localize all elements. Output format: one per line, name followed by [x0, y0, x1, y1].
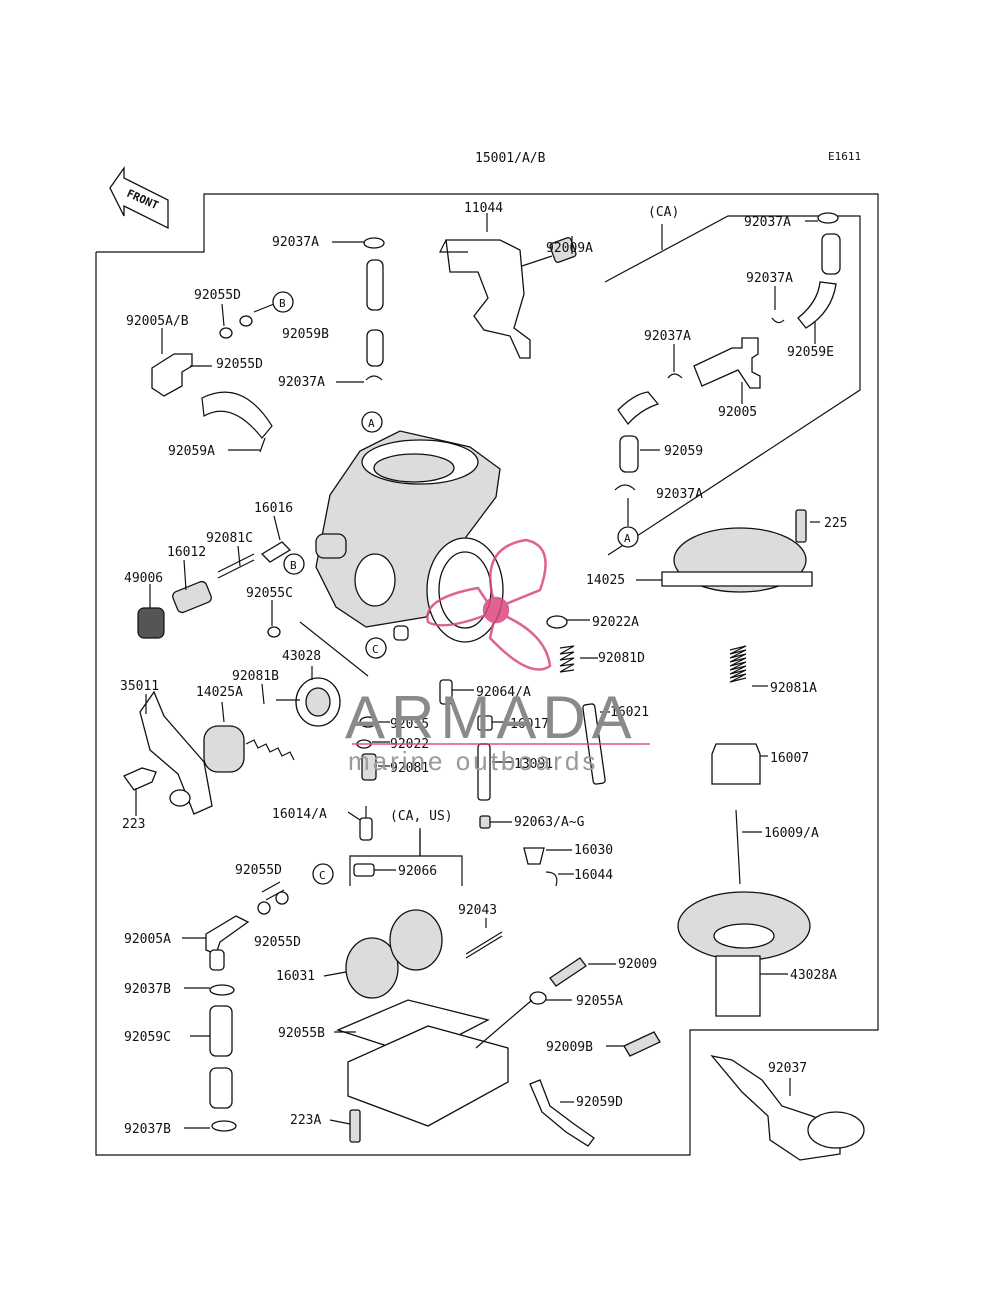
- diagram-code: E1611: [828, 150, 861, 163]
- part-label: 92022: [390, 737, 429, 752]
- callout-A-right-label: A: [624, 532, 631, 545]
- callout-C-bottom-label: C: [319, 869, 326, 882]
- part-label: 92059A: [168, 444, 215, 459]
- part-label: 92037A: [746, 271, 793, 286]
- part-label: 35011: [120, 679, 159, 694]
- part-label: 92059D: [576, 1095, 623, 1110]
- part-label: 92081D: [598, 651, 645, 666]
- part-label: 92037A: [656, 487, 703, 502]
- part-label: 92059E: [787, 345, 834, 360]
- part-label: 16031: [276, 969, 315, 984]
- part-label: 92043: [458, 903, 497, 918]
- part-label: 16021: [610, 705, 649, 720]
- part-label: 92037A: [278, 375, 325, 390]
- part-label: 92037A: [744, 215, 791, 230]
- part-label: 14025A: [196, 685, 243, 700]
- part-label: 92037B: [124, 1122, 171, 1137]
- part-label: 223: [122, 817, 145, 832]
- part-group-bracket: [439, 237, 577, 359]
- part-label: 92009B: [546, 1040, 593, 1055]
- callout-B-mid-label: B: [290, 559, 297, 572]
- part-label: 92005: [718, 405, 757, 420]
- part-label: 92081: [390, 761, 429, 776]
- part-label: 92037A: [644, 329, 691, 344]
- main-frame: [95, 193, 879, 1156]
- assembly-number: 15001/A/B: [475, 151, 546, 166]
- callout-B-top: B: [272, 291, 294, 313]
- part-label: 16030: [574, 843, 613, 858]
- part-label: 92055C: [246, 586, 293, 601]
- callout-B-mid: B: [283, 553, 305, 575]
- callout-A-right: A: [617, 526, 639, 548]
- part-label: 16007: [770, 751, 809, 766]
- part-label: 92055D: [254, 935, 301, 950]
- callout-A-top: A: [361, 411, 383, 433]
- part-labels: 11044 92009A 92037A 92037A 92037A 92037A…: [120, 201, 847, 1137]
- part-group-top-left: [151, 237, 385, 453]
- part-label: 92055D: [216, 357, 263, 372]
- callout-C-mid-label: C: [372, 643, 379, 656]
- part-label: 16014/A: [272, 807, 327, 822]
- part-label: 92009: [618, 957, 657, 972]
- part-label: 92055: [390, 717, 429, 732]
- part-label: 92005A/B: [126, 314, 189, 329]
- part-label: 92081B: [232, 669, 279, 684]
- part-label: 14025: [586, 573, 625, 588]
- part-label: 92081C: [206, 531, 253, 546]
- part-label: 92005A: [124, 932, 171, 947]
- callout-B-top-label: B: [279, 297, 286, 310]
- front-arrow-icon: FRONT: [109, 165, 169, 230]
- part-label: 11044: [464, 201, 503, 216]
- leader-lines: [135, 213, 820, 1129]
- part-label: 16017: [510, 717, 549, 732]
- part-label: 13091: [514, 757, 553, 772]
- part-label: 92063/A~G: [514, 815, 585, 830]
- group-label-ca: (CA): [648, 205, 679, 220]
- part-label: 92022A: [592, 615, 639, 630]
- part-label: 225: [824, 516, 847, 531]
- part-label: 92055A: [576, 994, 623, 1009]
- part-group-jets: [349, 615, 606, 887]
- part-group-bowl: [205, 881, 865, 1161]
- part-label: 92037A: [272, 235, 319, 250]
- part-group-top-cover: [661, 509, 813, 1017]
- part-label: 16012: [167, 545, 206, 560]
- part-label: 43028: [282, 649, 321, 664]
- part-label: 92059B: [282, 327, 329, 342]
- part-label: 92059C: [124, 1030, 171, 1045]
- part-label: 16044: [574, 868, 613, 883]
- part-label: 223A: [290, 1113, 321, 1128]
- part-label: 49006: [124, 571, 163, 586]
- part-label: 92055D: [194, 288, 241, 303]
- callout-A-top-label: A: [368, 417, 375, 430]
- part-label: 92064/A: [476, 685, 531, 700]
- part-label: 92081A: [770, 681, 817, 696]
- group-label-ca-us: (CA, US): [390, 809, 453, 824]
- part-label: 92059: [664, 444, 703, 459]
- part-label: 92066: [398, 864, 437, 879]
- part-group-left-small: [123, 541, 369, 815]
- part-label: 92037: [768, 1061, 807, 1076]
- part-label: 16009/A: [764, 826, 819, 841]
- part-label: 92055B: [278, 1026, 325, 1041]
- part-label: 92037B: [124, 982, 171, 997]
- carburetor-body: [315, 430, 504, 643]
- ca-subframe: [604, 215, 861, 556]
- part-group-ca: [614, 212, 841, 491]
- part-label: 16016: [254, 501, 293, 516]
- callout-C-mid: C: [365, 637, 387, 659]
- part-label: 43028A: [790, 968, 837, 983]
- part-label: 92009A: [546, 241, 593, 256]
- part-label: 92055D: [235, 863, 282, 878]
- callout-C-bottom: C: [312, 863, 334, 885]
